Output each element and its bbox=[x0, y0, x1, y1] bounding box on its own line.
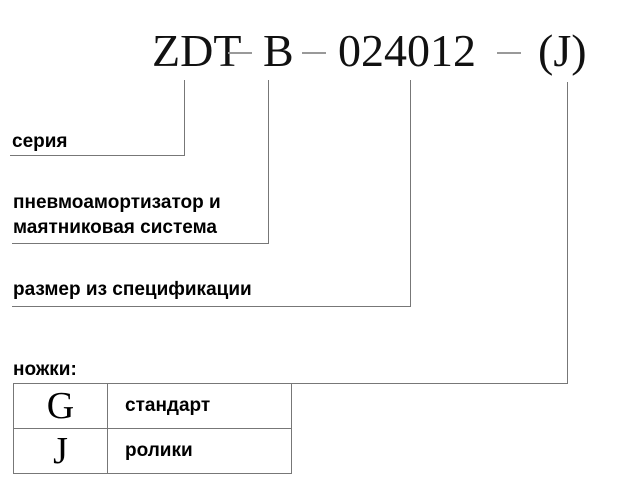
code-type: B bbox=[263, 25, 294, 76]
connector-type-underline bbox=[12, 243, 269, 244]
leg-description: ролики bbox=[107, 428, 292, 474]
connector-legs bbox=[567, 82, 568, 383]
code-separator bbox=[228, 52, 252, 54]
leg-code: G bbox=[13, 383, 108, 429]
leg-code: J bbox=[13, 428, 108, 474]
connector-size bbox=[410, 80, 411, 306]
connector-series-underline bbox=[10, 155, 185, 156]
connector-series bbox=[184, 80, 185, 155]
label-series: серия bbox=[12, 131, 68, 152]
code-series: ZDT bbox=[152, 25, 242, 76]
connector-size-underline bbox=[12, 306, 411, 307]
connector-type bbox=[268, 80, 269, 243]
leg-description: стандарт bbox=[107, 383, 292, 429]
table-row: J ролики bbox=[13, 428, 292, 474]
legs-table: G стандарт J ролики bbox=[13, 383, 292, 474]
label-type-line2: маятниковая система bbox=[13, 217, 217, 238]
code-size: 024012 bbox=[338, 25, 476, 76]
label-type-line1: пневмоамортизатор и bbox=[13, 192, 221, 213]
label-size: размер из спецификации bbox=[13, 279, 252, 300]
code-separator bbox=[497, 52, 521, 54]
code-legs: (J) bbox=[538, 25, 587, 76]
code-separator bbox=[302, 52, 326, 54]
table-row: G стандарт bbox=[13, 383, 292, 429]
label-legs: ножки: bbox=[13, 359, 77, 380]
